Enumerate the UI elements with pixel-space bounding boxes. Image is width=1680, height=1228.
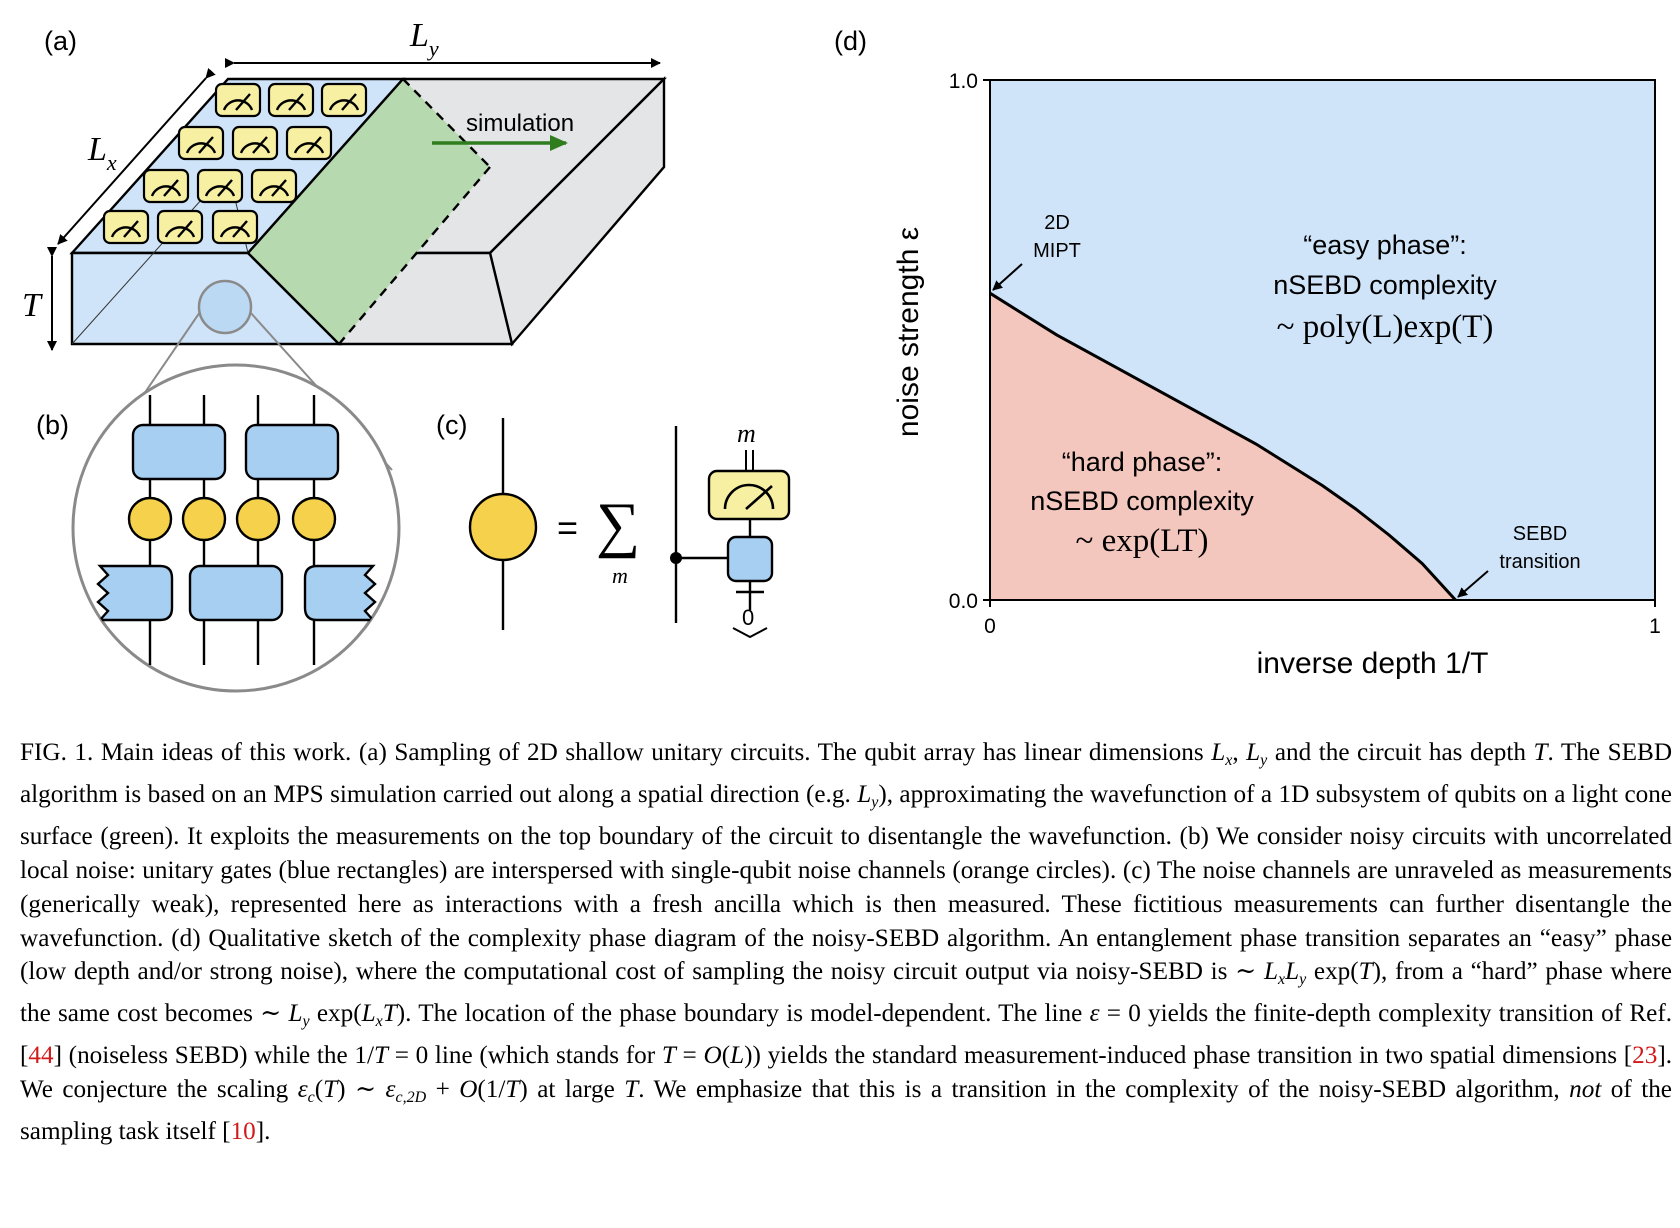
light-cone-dashed-top	[402, 78, 491, 168]
meter-icon	[250, 168, 298, 204]
figure-caption: FIG. 1. Main ideas of this work. (a) Sam…	[20, 739, 1673, 1146]
mipt-label-line1: 2D	[1044, 212, 1070, 234]
noise-channel	[291, 496, 337, 542]
phase-diagram: 0 1 0.0 1.0 inverse depth 1/T noise strengt…	[892, 70, 1661, 680]
unitary-gate	[188, 564, 284, 622]
noise-channel	[181, 496, 227, 542]
panel-c: (c) = ∑ m 0 m	[436, 410, 791, 639]
sum-symbol: ∑	[596, 491, 640, 559]
reference-link[interactable]: 23	[1632, 1042, 1658, 1070]
sebd-pointer-arrow	[1457, 570, 1489, 598]
meter-icon	[102, 209, 150, 245]
panel-d: (d) 0 1 0.0 1.0 inverse depth 1/T noise str…	[834, 26, 1661, 680]
hard-phase-subtitle: nSEBD complexity	[1030, 486, 1254, 516]
hard-phase-region	[990, 293, 1456, 600]
x-axis-label: inverse depth 1/T	[1257, 647, 1489, 680]
meter-icon	[196, 168, 244, 204]
ancilla-ket-bracket	[732, 627, 768, 639]
panel-a: (a) simulatio	[22, 17, 667, 471]
zoom-source-circle	[197, 279, 253, 335]
unitary-gate-partial	[96, 564, 174, 622]
coupling-gate	[726, 535, 774, 583]
figure-1: (a) simulatio	[22, 17, 1661, 693]
simulation-label: simulation	[466, 110, 574, 137]
panel-b-label: (b)	[36, 410, 69, 440]
plot-frame	[989, 79, 1656, 601]
meter-icon	[142, 168, 190, 204]
meter-icon	[285, 125, 333, 161]
noise-channel-large	[468, 492, 538, 562]
sebd-label-line1: SEBD	[1513, 523, 1567, 545]
zoom-lens	[71, 363, 401, 693]
meter-icon	[211, 209, 259, 245]
mipt-label-line2: MIPT	[1033, 240, 1081, 262]
easy-phase-formula: ~ poly(L)exp(T)	[1277, 309, 1494, 345]
x-tick-label: 0	[984, 615, 996, 638]
y-tick-label: 0.0	[949, 590, 978, 613]
meter-icon	[156, 209, 204, 245]
unitary-gate	[131, 423, 227, 481]
panel-b: (b)	[36, 363, 401, 693]
measurement-outcome-label: m	[737, 419, 756, 448]
easy-phase-title: “easy phase”:	[1303, 230, 1467, 260]
sum-index: m	[612, 563, 628, 588]
light-cone-dashed-front	[338, 166, 491, 345]
ancilla-state: 0	[742, 605, 754, 630]
t-dimension-label: T	[22, 287, 43, 324]
axis-ticks: 0 1 0.0 1.0	[949, 70, 1661, 638]
noise-channel	[127, 496, 173, 542]
reference-link[interactable]: 44	[28, 1042, 54, 1070]
panel-c-label: (c)	[436, 410, 467, 440]
hard-phase-title: “hard phase”:	[1062, 447, 1223, 477]
mipt-pointer-arrow	[992, 263, 1023, 291]
y-tick-label: 1.0	[949, 70, 978, 93]
panel-d-label: (d)	[834, 26, 867, 56]
sebd-label-line2: transition	[1499, 551, 1580, 573]
unitary-gate	[244, 423, 340, 481]
phase-boundary-line	[989, 291, 1457, 602]
measurement-meter	[707, 469, 791, 521]
meter-icon	[267, 82, 315, 118]
equals-sign: =	[557, 507, 578, 548]
meter-icon	[214, 82, 262, 118]
unitary-gate-partial	[303, 564, 377, 622]
lx-dimension-arrow	[57, 67, 216, 245]
light-cone-surface	[248, 79, 490, 344]
noise-channel	[235, 496, 281, 542]
x-tick-label: 1	[1649, 615, 1661, 638]
hard-phase-formula: ~ exp(LT)	[1075, 523, 1208, 559]
y-axis-label: noise strength ε	[892, 227, 925, 437]
panel-a-label: (a)	[44, 26, 77, 56]
lx-dimension-label: Lx	[87, 131, 117, 175]
meter-icon	[320, 82, 368, 118]
meter-icon	[231, 125, 279, 161]
meter-icon	[177, 125, 225, 161]
reference-link[interactable]: 10	[230, 1118, 256, 1146]
easy-phase-subtitle: nSEBD complexity	[1273, 270, 1497, 300]
ly-dimension-label: Ly	[409, 17, 439, 61]
